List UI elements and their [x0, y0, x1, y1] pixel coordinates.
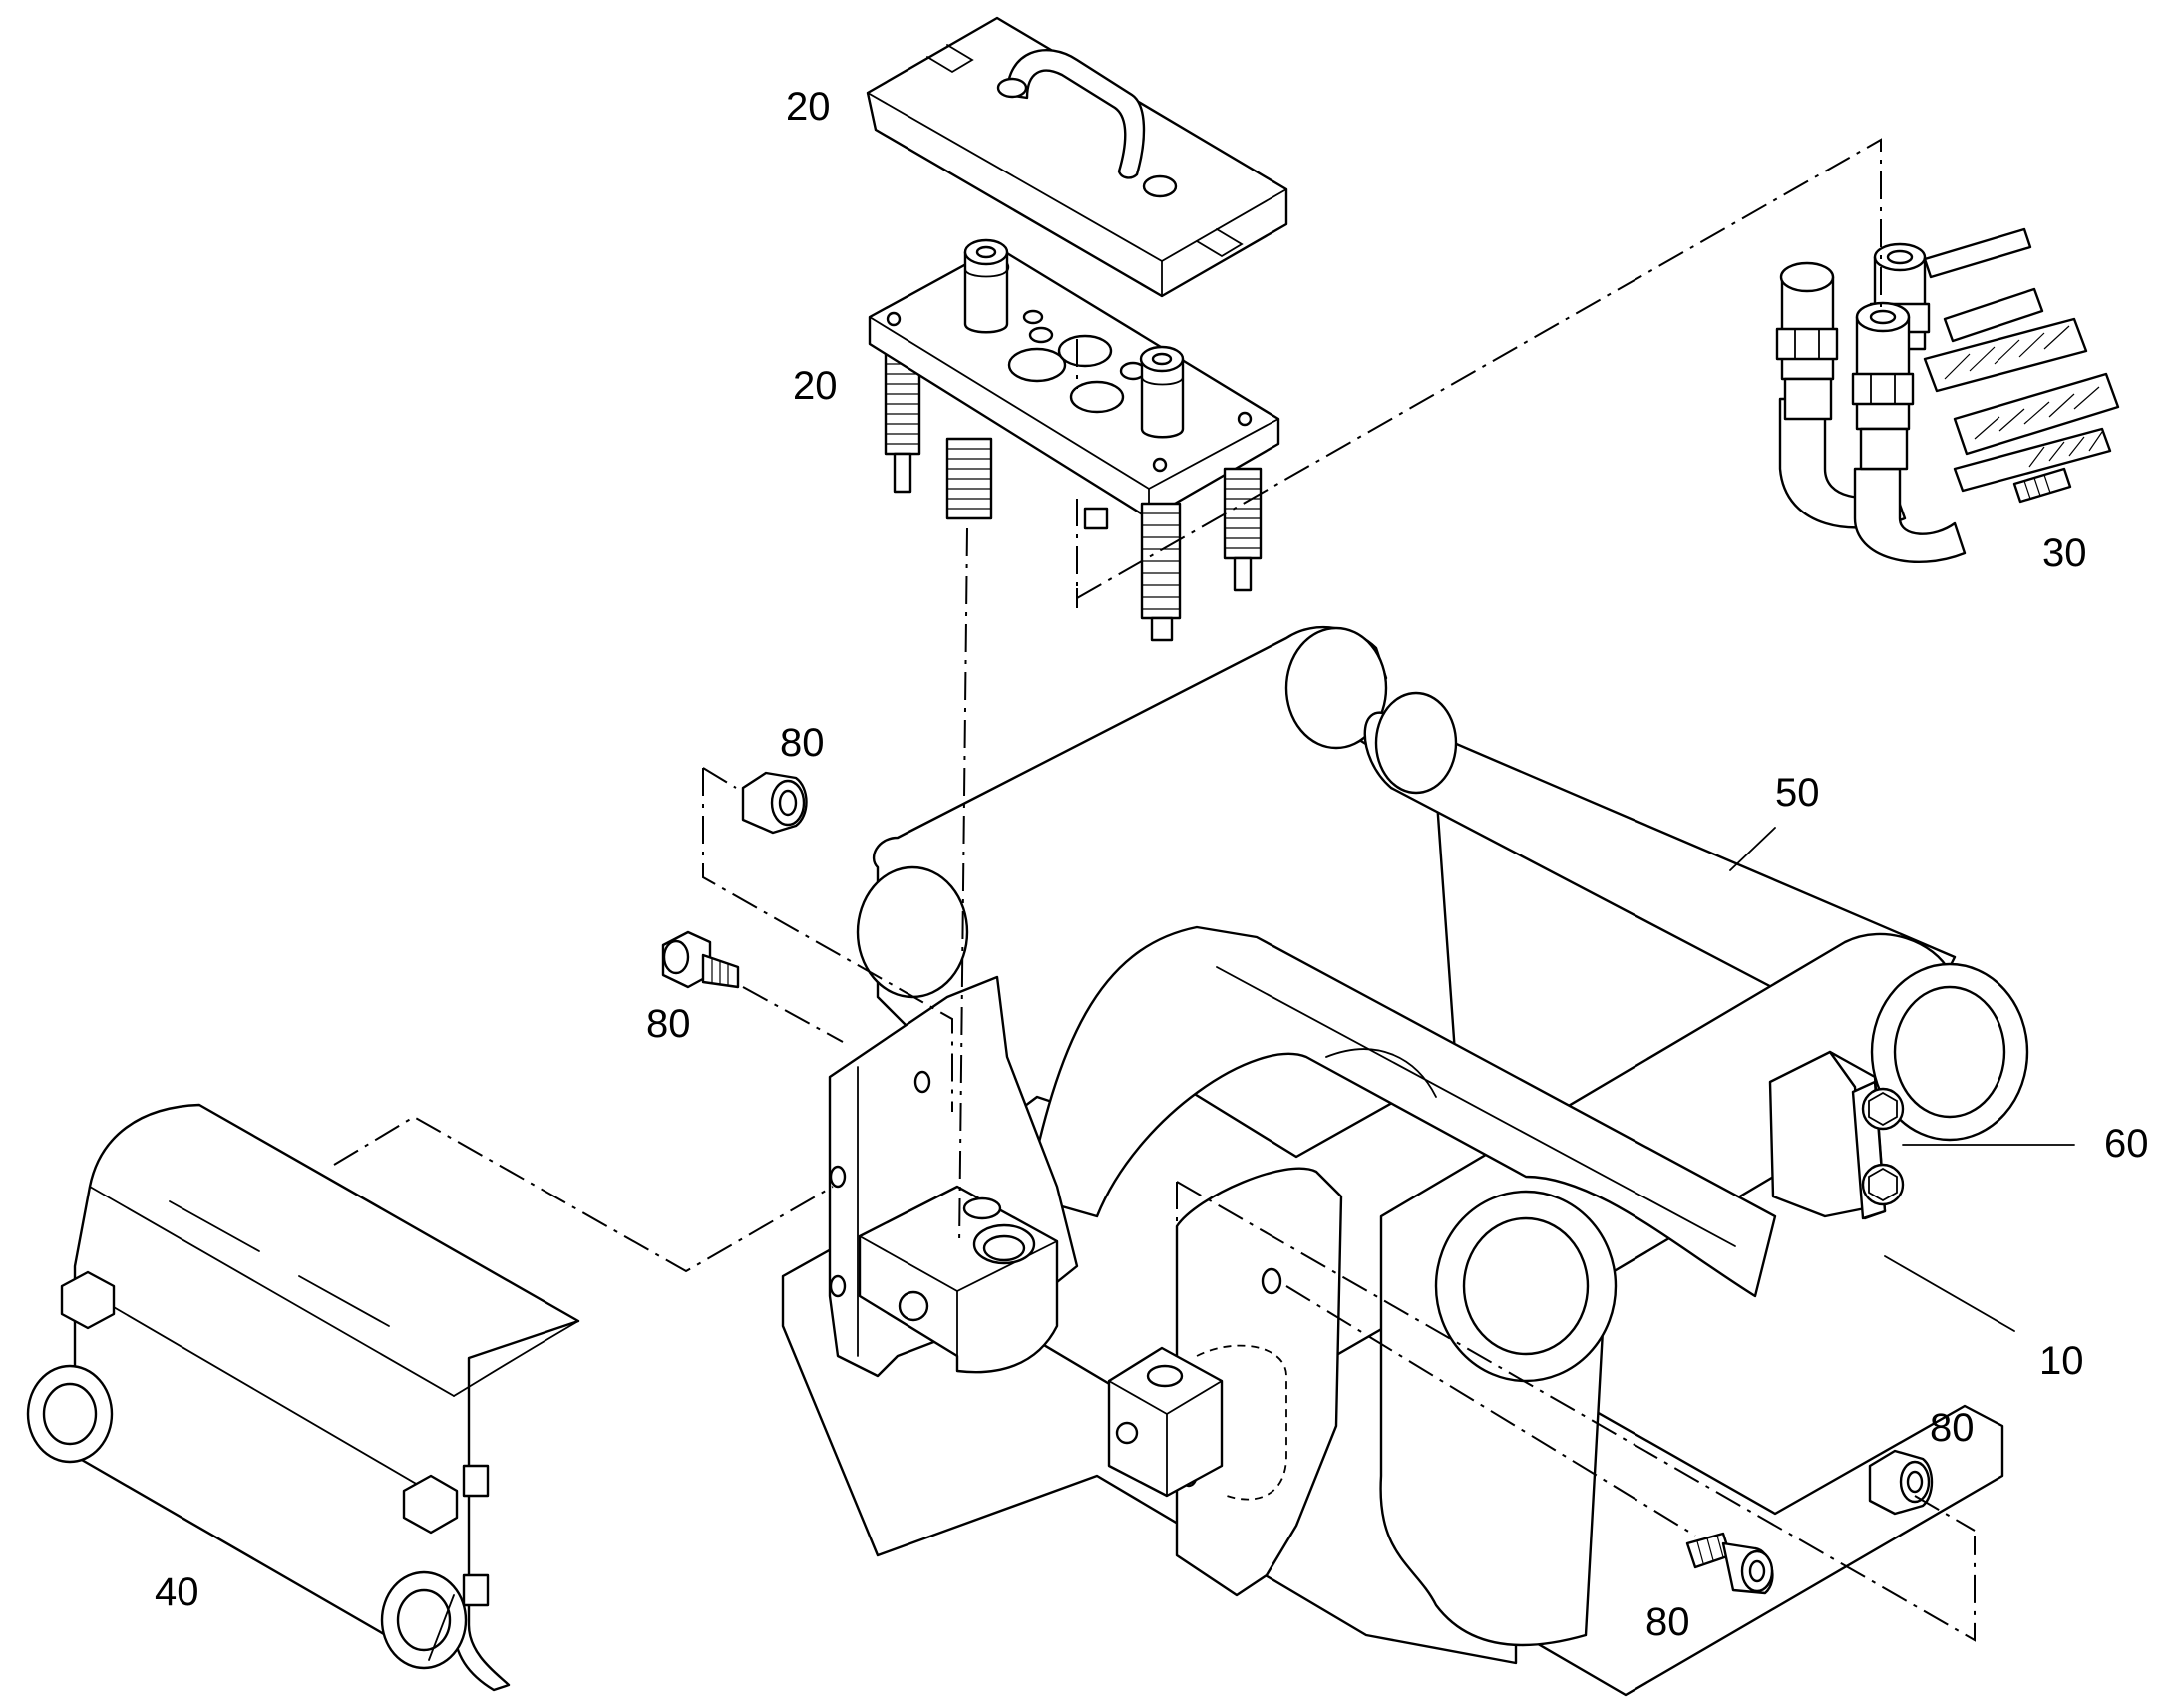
- label-hose-set: 30: [2042, 531, 2087, 575]
- spring-right-front: [1140, 502, 1182, 642]
- bushing-right: [1868, 1449, 1934, 1516]
- coupler-frame-part: [781, 625, 2029, 1697]
- bushing-upper-left: [741, 771, 808, 835]
- spring-right-back: [1223, 467, 1263, 592]
- label-coupling-plate: 20: [793, 364, 838, 408]
- label-screw-bottom: 80: [1645, 1600, 1690, 1644]
- label-bushing-upper-left: 80: [780, 721, 825, 765]
- label-leaders: [1729, 827, 2075, 1332]
- label-guard: 40: [155, 1570, 199, 1614]
- hose-set-part: [1775, 227, 2120, 564]
- nipple-right: [1139, 345, 1185, 439]
- spring-left-back: [945, 437, 993, 520]
- fitting-front: [1851, 301, 1915, 471]
- screw-left: [661, 930, 740, 989]
- screw-bottom: [1685, 1532, 1774, 1595]
- label-clamp: 60: [2104, 1122, 2149, 1166]
- coupling-plate-part: [868, 238, 1280, 642]
- assembly-center-lines: [333, 138, 1976, 1642]
- label-frame: 10: [2039, 1339, 2084, 1383]
- cover-plate-part: [866, 16, 1288, 298]
- label-pin: 50: [1775, 771, 1820, 815]
- guard-part: [26, 1103, 580, 1692]
- nipple-left: [963, 238, 1009, 334]
- label-screw-left: 80: [646, 1002, 691, 1046]
- fitting-left: [1775, 261, 1839, 421]
- label-cover-plate: 20: [786, 85, 831, 129]
- label-bushing-right: 80: [1930, 1406, 1975, 1450]
- spring-left-front: [884, 352, 921, 494]
